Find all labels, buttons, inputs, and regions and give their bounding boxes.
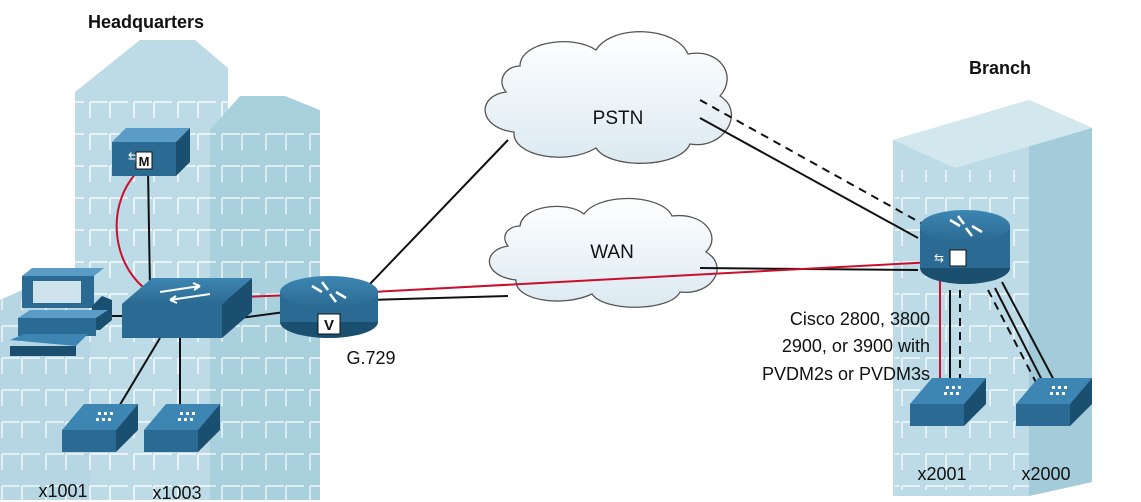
pstn-label: PSTN [593, 108, 644, 129]
branch-phone-2-extension: x2000 [1021, 464, 1070, 484]
codec-label: G.729 [346, 348, 395, 368]
svg-text:⇆: ⇆ [934, 251, 944, 265]
pstn-cloud [484, 31, 732, 164]
link-router-pstn [367, 139, 509, 287]
lan-switch-icon [122, 278, 252, 338]
dashed-branch-phone2 [987, 289, 1041, 391]
voice-router-icon: V [280, 276, 378, 338]
link-branch-phone2-b [994, 287, 1047, 389]
hq-phone-2-icon [144, 404, 220, 452]
branch-phone-1-extension: x2001 [917, 464, 966, 484]
branch-title: Branch [969, 58, 1031, 78]
branch-phone-2-icon [1016, 378, 1092, 426]
branch-phone-1-icon [910, 378, 986, 426]
branch-router-label-line-1: Cisco 2800, 3800 [790, 309, 930, 329]
hq-phone-1-extension: x1001 [38, 481, 87, 501]
wan-cloud [488, 197, 718, 308]
link-callmanager-switch [147, 169, 151, 289]
headquarters-title: Headquarters [88, 12, 204, 32]
dashed-links [699, 99, 1041, 391]
branch-router-icon: ⇆ [920, 210, 1010, 284]
dashed-pstn-branchrouter [699, 99, 931, 229]
call-manager-letter: M [139, 154, 150, 169]
hq-phone-1-icon [62, 404, 138, 452]
branch-router-label-line-3: PVDM2s or PVDM3s [762, 364, 930, 384]
link-pstn-branchrouter [699, 117, 919, 239]
link-branch-phone2-a [1001, 281, 1057, 385]
hq-phone-2-extension: x1003 [152, 483, 201, 502]
call-manager-server: ⇆ M [112, 128, 190, 176]
wan-label: WAN [590, 242, 634, 263]
svg-text:⇆: ⇆ [128, 150, 139, 165]
pc-workstation-icon [10, 268, 112, 356]
branch-building [893, 100, 1092, 496]
link-router-wan [367, 295, 509, 301]
branch-router-label-line-2: 2900, or 3900 with [782, 336, 930, 356]
voice-router-letter: V [324, 317, 334, 334]
